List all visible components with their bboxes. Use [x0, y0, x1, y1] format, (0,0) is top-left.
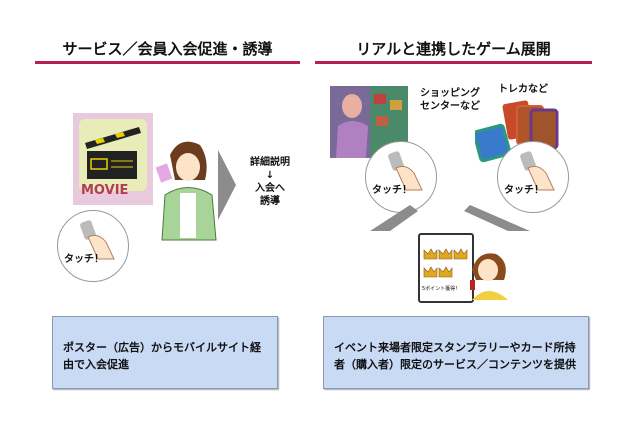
right-description-box: イベント来場者限定スタンプラリーやカード所持者（購入者）限定のサービス／コンテン… — [323, 316, 589, 389]
right-section-title: リアルと連携したゲーム展開 — [356, 40, 551, 58]
touch-bubble-cards: タッチ！ — [497, 141, 569, 213]
flow-step-2: 入会へ — [255, 183, 285, 194]
flow-arrow: ↓ — [265, 170, 275, 181]
shopping-label-line-2: センターなど — [420, 101, 480, 112]
arrow-right-icon — [218, 150, 236, 220]
touch-bubble-shopping: タッチ！ — [365, 141, 437, 213]
crown-stamps-icon — [423, 248, 468, 278]
trading-cards-illustration — [475, 100, 559, 163]
touch-label: タッチ！ — [504, 185, 544, 196]
hand-phone-icon — [80, 220, 115, 260]
shopping-label: ショッピング センターなど — [420, 87, 480, 113]
left-title-rule — [35, 61, 300, 64]
touch-bubble-left: タッチ！ — [57, 210, 129, 282]
cards-label: トレカなど — [498, 84, 548, 95]
poster-label: MOVIE — [81, 183, 129, 198]
clapperboard-icon — [85, 127, 141, 179]
movie-poster: MOVIE — [73, 113, 153, 205]
left-description-box: ポスター（広告）からモバイルサイト経由で入会促進 — [52, 316, 278, 389]
touch-label: タッチ！ — [64, 254, 104, 265]
hand-phone-icon — [388, 151, 423, 191]
flow-step-3: 誘導 — [260, 196, 280, 207]
flow-text: 詳細説明 ↓ 入会へ 誘導 — [238, 156, 302, 208]
shopping-label-line-1: ショッピング — [420, 88, 480, 99]
woman-illustration — [155, 141, 217, 241]
left-section-title: サービス／会員入会促進・誘導 — [62, 40, 273, 58]
right-title-rule — [315, 61, 592, 64]
touch-label: タッチ！ — [372, 185, 412, 196]
hand-phone-icon — [520, 151, 555, 191]
phone-screen: 5ポイント獲得！ — [418, 233, 474, 303]
girl-illustration — [470, 253, 508, 300]
flow-step-1: 詳細説明 — [250, 157, 290, 168]
converging-arrows-icon — [370, 205, 530, 231]
phone-points-text: 5ポイント獲得！ — [422, 286, 461, 292]
